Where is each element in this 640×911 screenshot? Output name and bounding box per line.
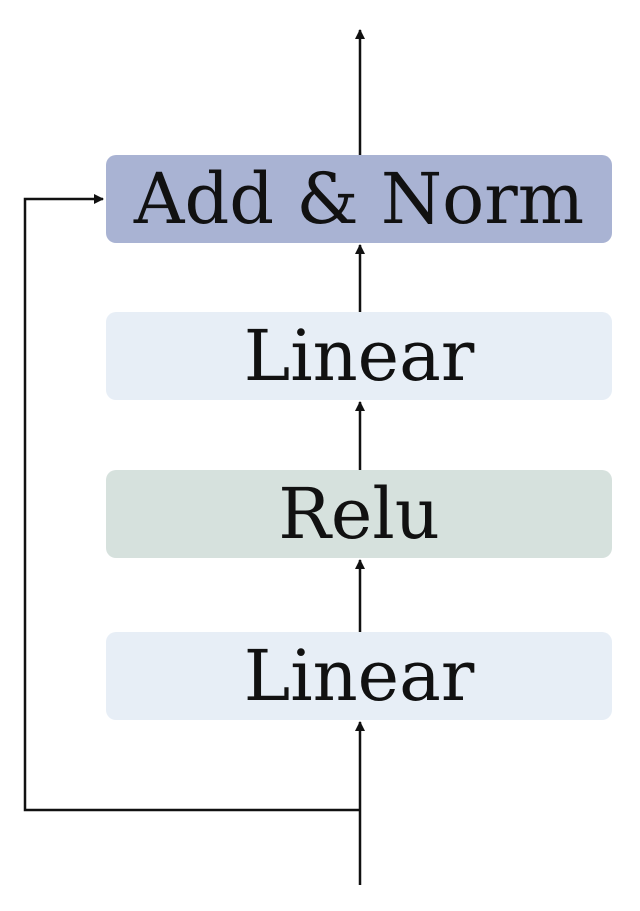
linear-block-top: Linear (106, 312, 612, 400)
residual-connection-arrow (23, 194, 360, 812)
linear-block-bottom: Linear (106, 632, 612, 720)
linear-bottom-label: Linear (243, 635, 475, 717)
relu-label: Relu (278, 473, 440, 555)
add-norm-label: Add & Norm (133, 158, 585, 240)
relu-block: Relu (106, 470, 612, 558)
add-norm-block: Add & Norm (106, 155, 612, 243)
linear-top-label: Linear (243, 315, 475, 397)
